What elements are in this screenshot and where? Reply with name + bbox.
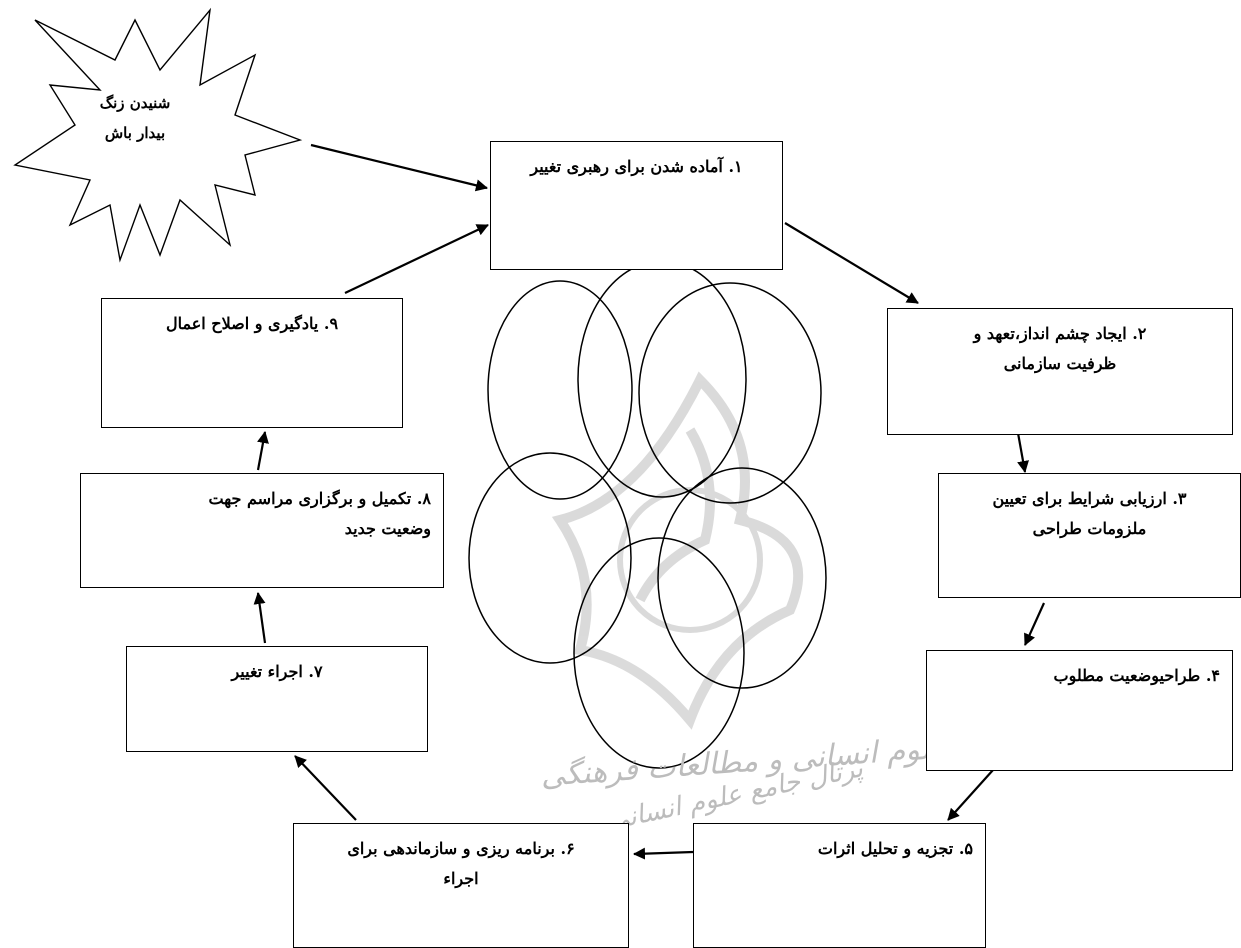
step-2-label-line1: ۲. ایجاد چشم انداز،تعهد و [973,324,1147,343]
step-8-box: ۸. تکمیل و برگزاری مراسم جهت وضعیت جدید [80,473,444,588]
arrow-step2-to-step3 [1016,432,1029,473]
alarm-starburst-shape [13,7,303,263]
step-7-box: ۷. اجراء تغییر [126,646,428,752]
step-6-label-line1: ۶. برنامه ریزی و سازماندهی برای [347,839,575,858]
circle-lower-right [657,467,827,689]
arrow-step6-to-step7 [294,755,357,821]
step-2-label-line2: ظرفیت سازمانی [1003,354,1117,373]
flow-arrows [253,143,1046,860]
arrow-step7-to-step8 [253,592,267,644]
step-9-box: ۹. یادگیری و اصلاح اعمال [101,298,403,428]
circle-upper-left [487,280,633,500]
decorative-circles [468,260,827,769]
watermark-rosette [551,371,804,730]
arrow-step9-to-step1 [344,224,489,294]
arrow-step3-to-step4 [1023,602,1046,646]
circle-top [577,260,747,498]
arrow-step1-to-step2 [784,222,919,304]
step-7-label: ۷. اجراء تغییر [231,662,323,681]
step-1-box: ۱. آماده شدن برای رهبری تغییر [490,141,783,270]
alarm-label-line1: شنیدن زنگ [99,94,171,112]
step-9-label: ۹. یادگیری و اصلاح اعمال [165,314,339,333]
step-3-box: ۳. ارزیابی شرایط برای تعیین ملزومات طراح… [938,473,1241,598]
step-4-box: ۴. طراحیوضعیت مطلوب [926,650,1233,771]
step-5-label: ۵. تجزیه و تحلیل اثرات [817,839,973,858]
step-6-label-line2: اجراء [443,869,479,888]
step-8-label-line2: وضعیت جدید [344,519,431,538]
arrow-step4-to-step5 [947,769,994,821]
step-4-label: ۴. طراحیوضعیت مطلوب [1053,666,1220,685]
arrow-step5-to-step6 [633,847,694,860]
step-6-box: ۶. برنامه ریزی و سازماندهی برای اجراء [293,823,629,948]
step-1-label: ۱. آماده شدن برای رهبری تغییر [530,157,743,176]
arrow-step8-to-step9 [256,431,269,471]
alarm-label-line2: بیدار باش [104,124,166,142]
circle-lower-left [468,452,632,664]
step-3-label-line2: ملزومات طراحی [1032,519,1147,538]
circle-upper-right [638,282,822,504]
step-3-label-line1: ۳. ارزیابی شرایط برای تعیین [992,489,1187,508]
arrow-trigger-to-step1 [310,143,488,192]
circle-bottom [573,537,745,769]
step-8-label-line1: ۸. تکمیل و برگزاری مراسم جهت [208,489,431,508]
step-5-box: ۵. تجزیه و تحلیل اثرات [693,823,986,948]
step-2-box: ۲. ایجاد چشم انداز،تعهد و ظرفیت سازمانی [887,308,1233,435]
alarm-starburst-label: شنیدن زنگ بیدار باش [75,88,195,148]
